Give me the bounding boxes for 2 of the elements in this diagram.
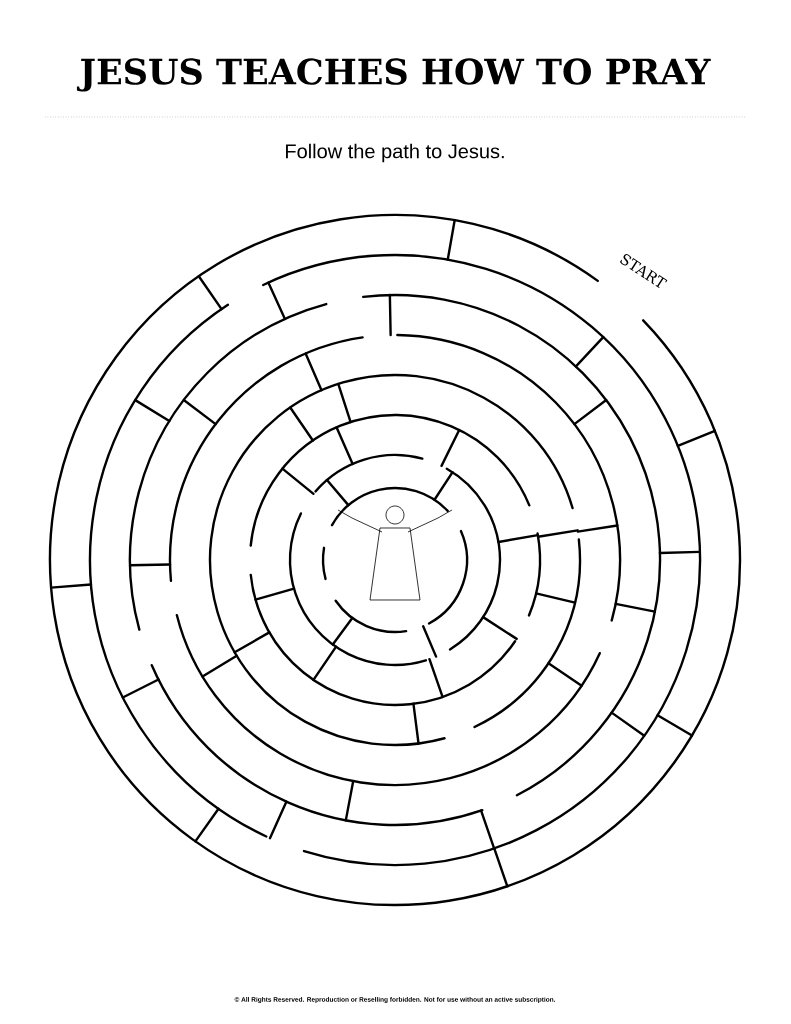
title: JESUS TEACHES HOW TO PRAY [76, 58, 711, 92]
instruction-text: Follow the path to Jesus. [286, 143, 504, 163]
